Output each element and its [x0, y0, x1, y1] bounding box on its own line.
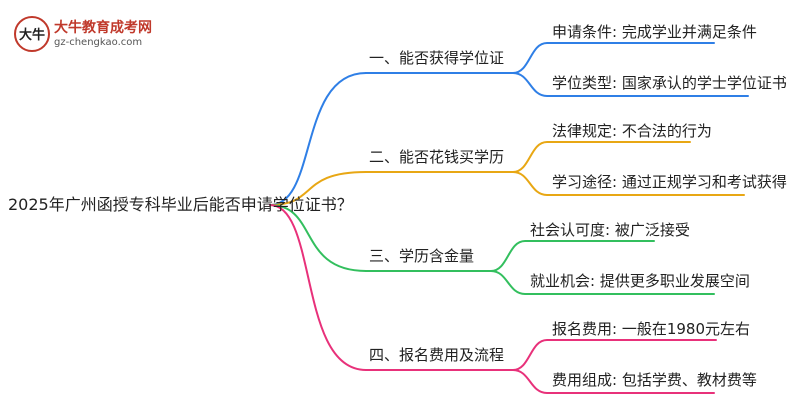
leaf-3-1-connector — [490, 240, 655, 272]
branch-2-curve — [269, 171, 367, 206]
branch-1-label: 一、能否获得学位证 — [369, 49, 505, 67]
logo-mark-icon: 大牛 — [14, 16, 50, 52]
leaf-2-1-connector — [512, 141, 691, 173]
leaf-3-2: 就业机会: 提供更多职业发展空间 — [530, 272, 750, 290]
leaf-2-1: 法律规定: 不合法的行为 — [552, 122, 712, 140]
leaf-4-1: 报名费用: 一般在1980元左右 — [552, 320, 750, 338]
leaf-4-2: 费用组成: 包括学费、教材费等 — [552, 371, 757, 389]
branch-4-curve — [269, 204, 367, 371]
site-logo: 大牛 大牛教育成考网 gz-chengkao.com — [12, 14, 162, 54]
leaf-1-1-connector — [512, 42, 715, 74]
leaf-2-2-connector — [512, 171, 745, 196]
leaf-3-1: 社会认可度: 被广泛接受 — [530, 221, 690, 239]
branch-3-curve — [269, 204, 367, 272]
logo-mark-text: 大牛 — [19, 27, 45, 43]
leaf-4-1-connector — [512, 339, 717, 371]
leaf-4-2-connector — [512, 369, 715, 394]
leaf-1-2-connector — [512, 72, 749, 97]
root-topic: 2025年广州函授专科毕业后能否申请学位证书？ — [8, 195, 353, 214]
connector-lines — [269, 42, 749, 394]
logo-title: 大牛教育成考网 — [54, 20, 152, 36]
leaf-1-2: 学位类型: 国家承认的学士学位证书 — [552, 74, 787, 92]
branch-1-curve — [269, 72, 367, 206]
mind-map: 大牛 大牛教育成考网 gz-chengkao.com 2025年广州函授专科毕业… — [8, 14, 787, 394]
branch-4-label: 四、报名费用及流程 — [369, 346, 505, 364]
leaf-2-2: 学习途径: 通过正规学习和考试获得 — [552, 173, 787, 191]
branch-3-label: 三、学历含金量 — [369, 247, 475, 265]
logo-url: gz-chengkao.com — [54, 37, 143, 48]
leaf-3-2-connector — [490, 270, 715, 295]
branch-2-label: 二、能否花钱买学历 — [369, 148, 505, 166]
leaf-1-1: 申请条件: 完成学业并满足条件 — [552, 23, 757, 41]
